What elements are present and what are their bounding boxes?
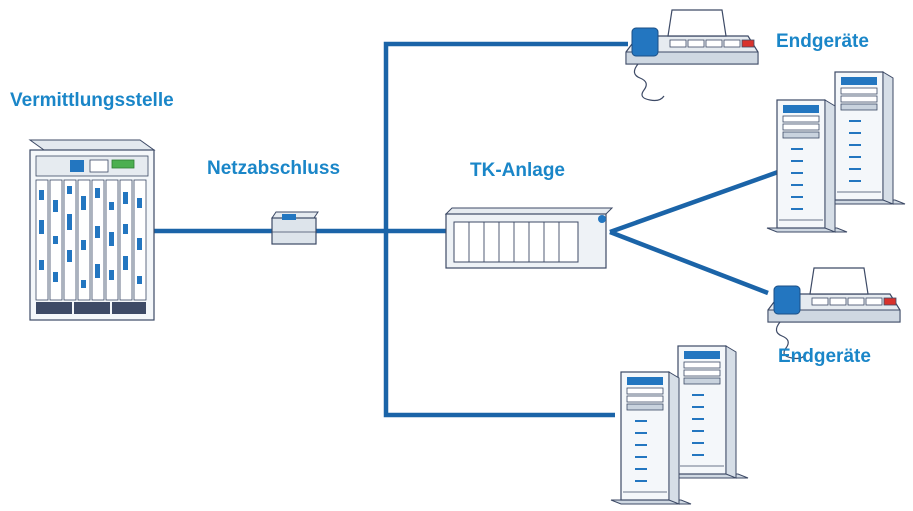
label-tk-anlage: TK-Anlage [470,160,565,181]
pbx-unit-icon [444,207,614,269]
label-endgeraete-mid: Endgeräte [778,346,871,367]
tower-server-icon [667,345,749,479]
telephone-exchange-rack-icon [28,139,156,321]
label-netzabschluss: Netzabschluss [207,158,341,179]
desk-telephone-icon [767,267,901,360]
desk-telephone-icon [625,9,759,102]
label-endgeraete-top: Endgeräte [776,31,869,52]
connection-lines [152,41,779,418]
line-bus-to-bottom-servers [383,231,615,418]
line-bus-vertical [383,41,628,231]
tower-server-icon [824,71,906,205]
label-vermittlungsstelle: Vermittlungsstelle [10,90,174,111]
tower-server-icon [610,371,692,505]
tower-server-icon [766,99,848,233]
line-pbx-to-servers [609,169,779,235]
line-pbx-to-phone [609,229,769,296]
network-termination-box-icon [271,211,319,245]
